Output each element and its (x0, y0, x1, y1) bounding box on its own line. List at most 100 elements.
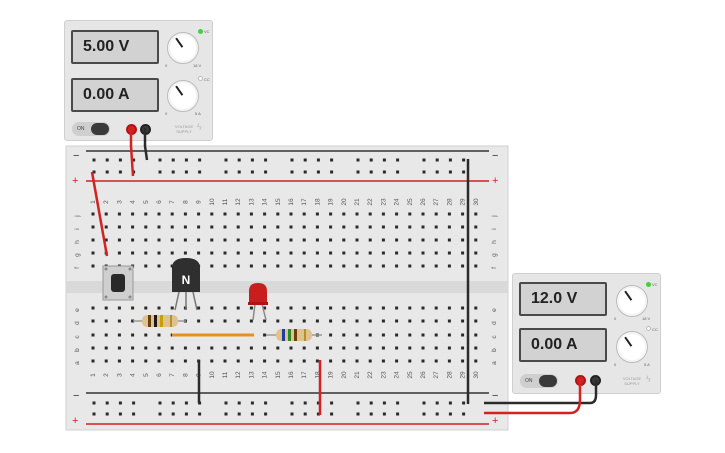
breadboard-hole[interactable] (210, 225, 214, 229)
breadboard-hole[interactable] (329, 346, 333, 350)
breadboard-hole[interactable] (236, 346, 240, 350)
breadboard-hole[interactable] (355, 264, 359, 268)
breadboard-hole[interactable] (223, 319, 227, 323)
breadboard-hole[interactable] (104, 238, 108, 242)
breadboard-hole[interactable] (237, 170, 241, 174)
breadboard-hole[interactable] (236, 319, 240, 323)
breadboard-hole[interactable] (249, 319, 253, 323)
breadboard-hole[interactable] (330, 158, 334, 162)
breadboard-hole[interactable] (381, 306, 385, 310)
breadboard-hole[interactable] (183, 359, 187, 363)
breadboard-hole[interactable] (223, 359, 227, 363)
breadboard-hole[interactable] (382, 412, 386, 416)
breadboard-hole[interactable] (210, 306, 214, 310)
breadboard-hole[interactable] (369, 170, 373, 174)
breadboard-hole[interactable] (329, 225, 333, 229)
breadboard-hole[interactable] (263, 251, 267, 255)
breadboard-hole[interactable] (329, 359, 333, 363)
breadboard-hole[interactable] (290, 170, 294, 174)
breadboard-hole[interactable] (117, 212, 121, 216)
breadboard-hole[interactable] (408, 319, 412, 323)
breadboard-hole[interactable] (117, 319, 121, 323)
breadboard-hole[interactable] (395, 225, 399, 229)
breadboard-hole[interactable] (302, 238, 306, 242)
breadboard-hole[interactable] (408, 264, 412, 268)
breadboard-hole[interactable] (447, 225, 451, 229)
breadboard-hole[interactable] (264, 412, 268, 416)
breadboard-hole[interactable] (461, 306, 465, 310)
breadboard-hole[interactable] (435, 412, 439, 416)
breadboard-hole[interactable] (395, 264, 399, 268)
breadboard-hole[interactable] (342, 319, 346, 323)
breadboard-hole[interactable] (422, 158, 426, 162)
breadboard-hole[interactable] (183, 225, 187, 229)
breadboard-hole[interactable] (434, 251, 438, 255)
breadboard-hole[interactable] (198, 170, 202, 174)
breadboard-hole[interactable] (330, 412, 334, 416)
npn-transistor[interactable]: N (172, 258, 200, 311)
breadboard-hole[interactable] (105, 170, 109, 174)
breadboard-hole[interactable] (382, 401, 386, 405)
breadboard-hole[interactable] (421, 333, 425, 337)
breadboard-hole[interactable] (157, 346, 161, 350)
breadboard-hole[interactable] (422, 412, 426, 416)
power-on-switch[interactable]: ON (72, 122, 110, 136)
breadboard-hole[interactable] (434, 264, 438, 268)
breadboard-hole[interactable] (263, 225, 267, 229)
breadboard-hole[interactable] (355, 346, 359, 350)
wire-red-psu-bottom[interactable] (484, 380, 582, 415)
breadboard-hole[interactable] (315, 251, 319, 255)
breadboard-hole[interactable] (170, 238, 174, 242)
breadboard-hole[interactable] (356, 158, 360, 162)
breadboard-hole[interactable] (91, 333, 95, 337)
breadboard-hole[interactable] (474, 251, 478, 255)
resistor-2[interactable] (266, 329, 322, 341)
red-led[interactable] (248, 283, 268, 321)
breadboard-hole[interactable] (157, 306, 161, 310)
breadboard-hole[interactable] (276, 359, 280, 363)
breadboard-hole[interactable] (474, 225, 478, 229)
breadboard-hole[interactable] (236, 238, 240, 242)
breadboard-hole[interactable] (461, 319, 465, 323)
breadboard-hole[interactable] (355, 333, 359, 337)
breadboard-hole[interactable] (421, 225, 425, 229)
breadboard-hole[interactable] (170, 306, 174, 310)
breadboard-hole[interactable] (223, 306, 227, 310)
breadboard-hole[interactable] (264, 158, 268, 162)
breadboard-hole[interactable] (91, 264, 95, 268)
breadboard-hole[interactable] (117, 346, 121, 350)
breadboard-hole[interactable] (210, 264, 214, 268)
breadboard-hole[interactable] (276, 225, 280, 229)
breadboard-hole[interactable] (131, 238, 135, 242)
breadboard-hole[interactable] (368, 359, 372, 363)
breadboard-hole[interactable] (197, 251, 201, 255)
breadboard-hole[interactable] (381, 319, 385, 323)
breadboard-hole[interactable] (263, 359, 267, 363)
breadboard-hole[interactable] (315, 306, 319, 310)
breadboard-hole[interactable] (381, 251, 385, 255)
breadboard-hole[interactable] (276, 212, 280, 216)
breadboard-hole[interactable] (263, 238, 267, 242)
breadboard-hole[interactable] (157, 264, 161, 268)
breadboard-hole[interactable] (315, 264, 319, 268)
breadboard-holes[interactable] (91, 158, 478, 416)
breadboard-hole[interactable] (289, 346, 293, 350)
breadboard-hole[interactable] (448, 158, 452, 162)
breadboard-hole[interactable] (447, 359, 451, 363)
breadboard-hole[interactable] (132, 401, 136, 405)
breadboard-hole[interactable] (183, 238, 187, 242)
power-supply-top[interactable]: 5.00 V 0.00 A 0 18 V VC 0 5 A CC ON VOLT… (64, 20, 213, 141)
breadboard-hole[interactable] (131, 333, 135, 337)
breadboard-hole[interactable] (434, 346, 438, 350)
breadboard-hole[interactable] (289, 319, 293, 323)
breadboard-hole[interactable] (264, 401, 268, 405)
breadboard-hole[interactable] (356, 412, 360, 416)
breadboard-hole[interactable] (92, 158, 96, 162)
breadboard-hole[interactable] (144, 251, 148, 255)
breadboard-hole[interactable] (381, 212, 385, 216)
wire-black-psu-top[interactable] (143, 128, 149, 161)
breadboard-hole[interactable] (223, 346, 227, 350)
breadboard-hole[interactable] (250, 158, 254, 162)
breadboard-hole[interactable] (198, 158, 202, 162)
